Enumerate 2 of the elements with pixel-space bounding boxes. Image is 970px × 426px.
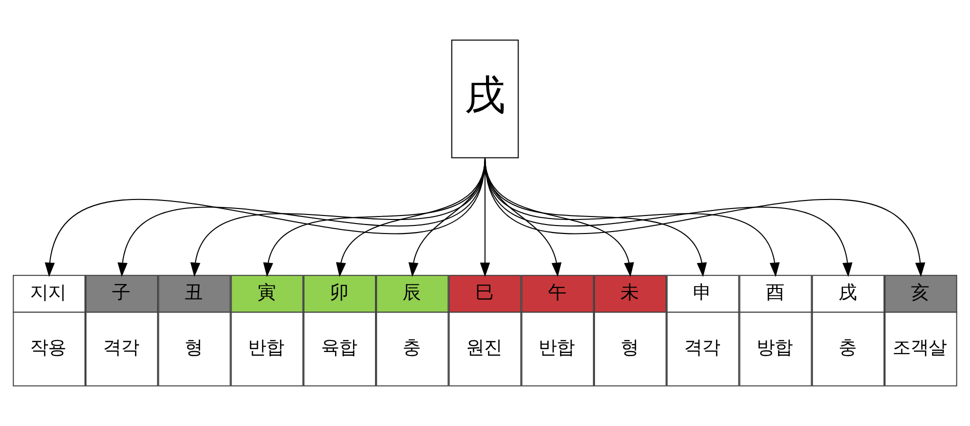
arrow xyxy=(484,158,926,277)
node-box: 戌 xyxy=(451,40,519,158)
